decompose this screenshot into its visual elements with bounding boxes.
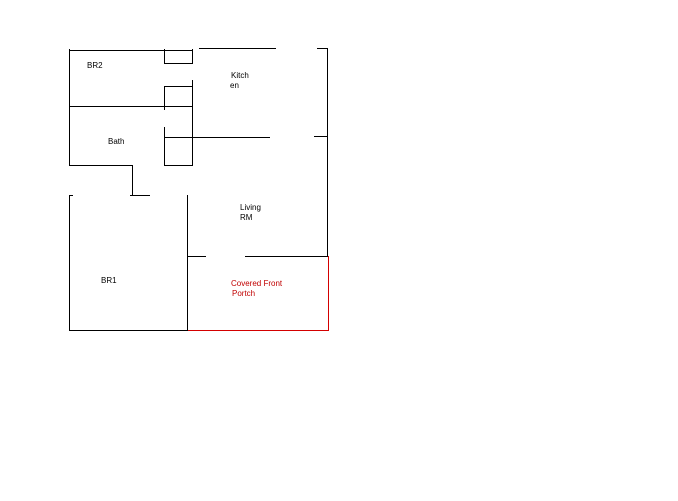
house-walls [69, 48, 328, 331]
room-labels: BR2 Kitch en Bath Living RM BR1 Covered … [87, 61, 283, 298]
label-porch-line1: Covered Front [231, 279, 283, 288]
porch-outline [188, 256, 329, 331]
label-kitchen-line1: Kitch [231, 71, 249, 80]
label-porch-line2: Portch [232, 289, 255, 298]
label-br1: BR1 [101, 276, 117, 285]
label-bath: Bath [108, 137, 124, 146]
label-living-line1: Living [240, 203, 261, 212]
label-living-line2: RM [240, 213, 253, 222]
label-br2: BR2 [87, 61, 103, 70]
label-kitchen-line2: en [230, 81, 239, 90]
